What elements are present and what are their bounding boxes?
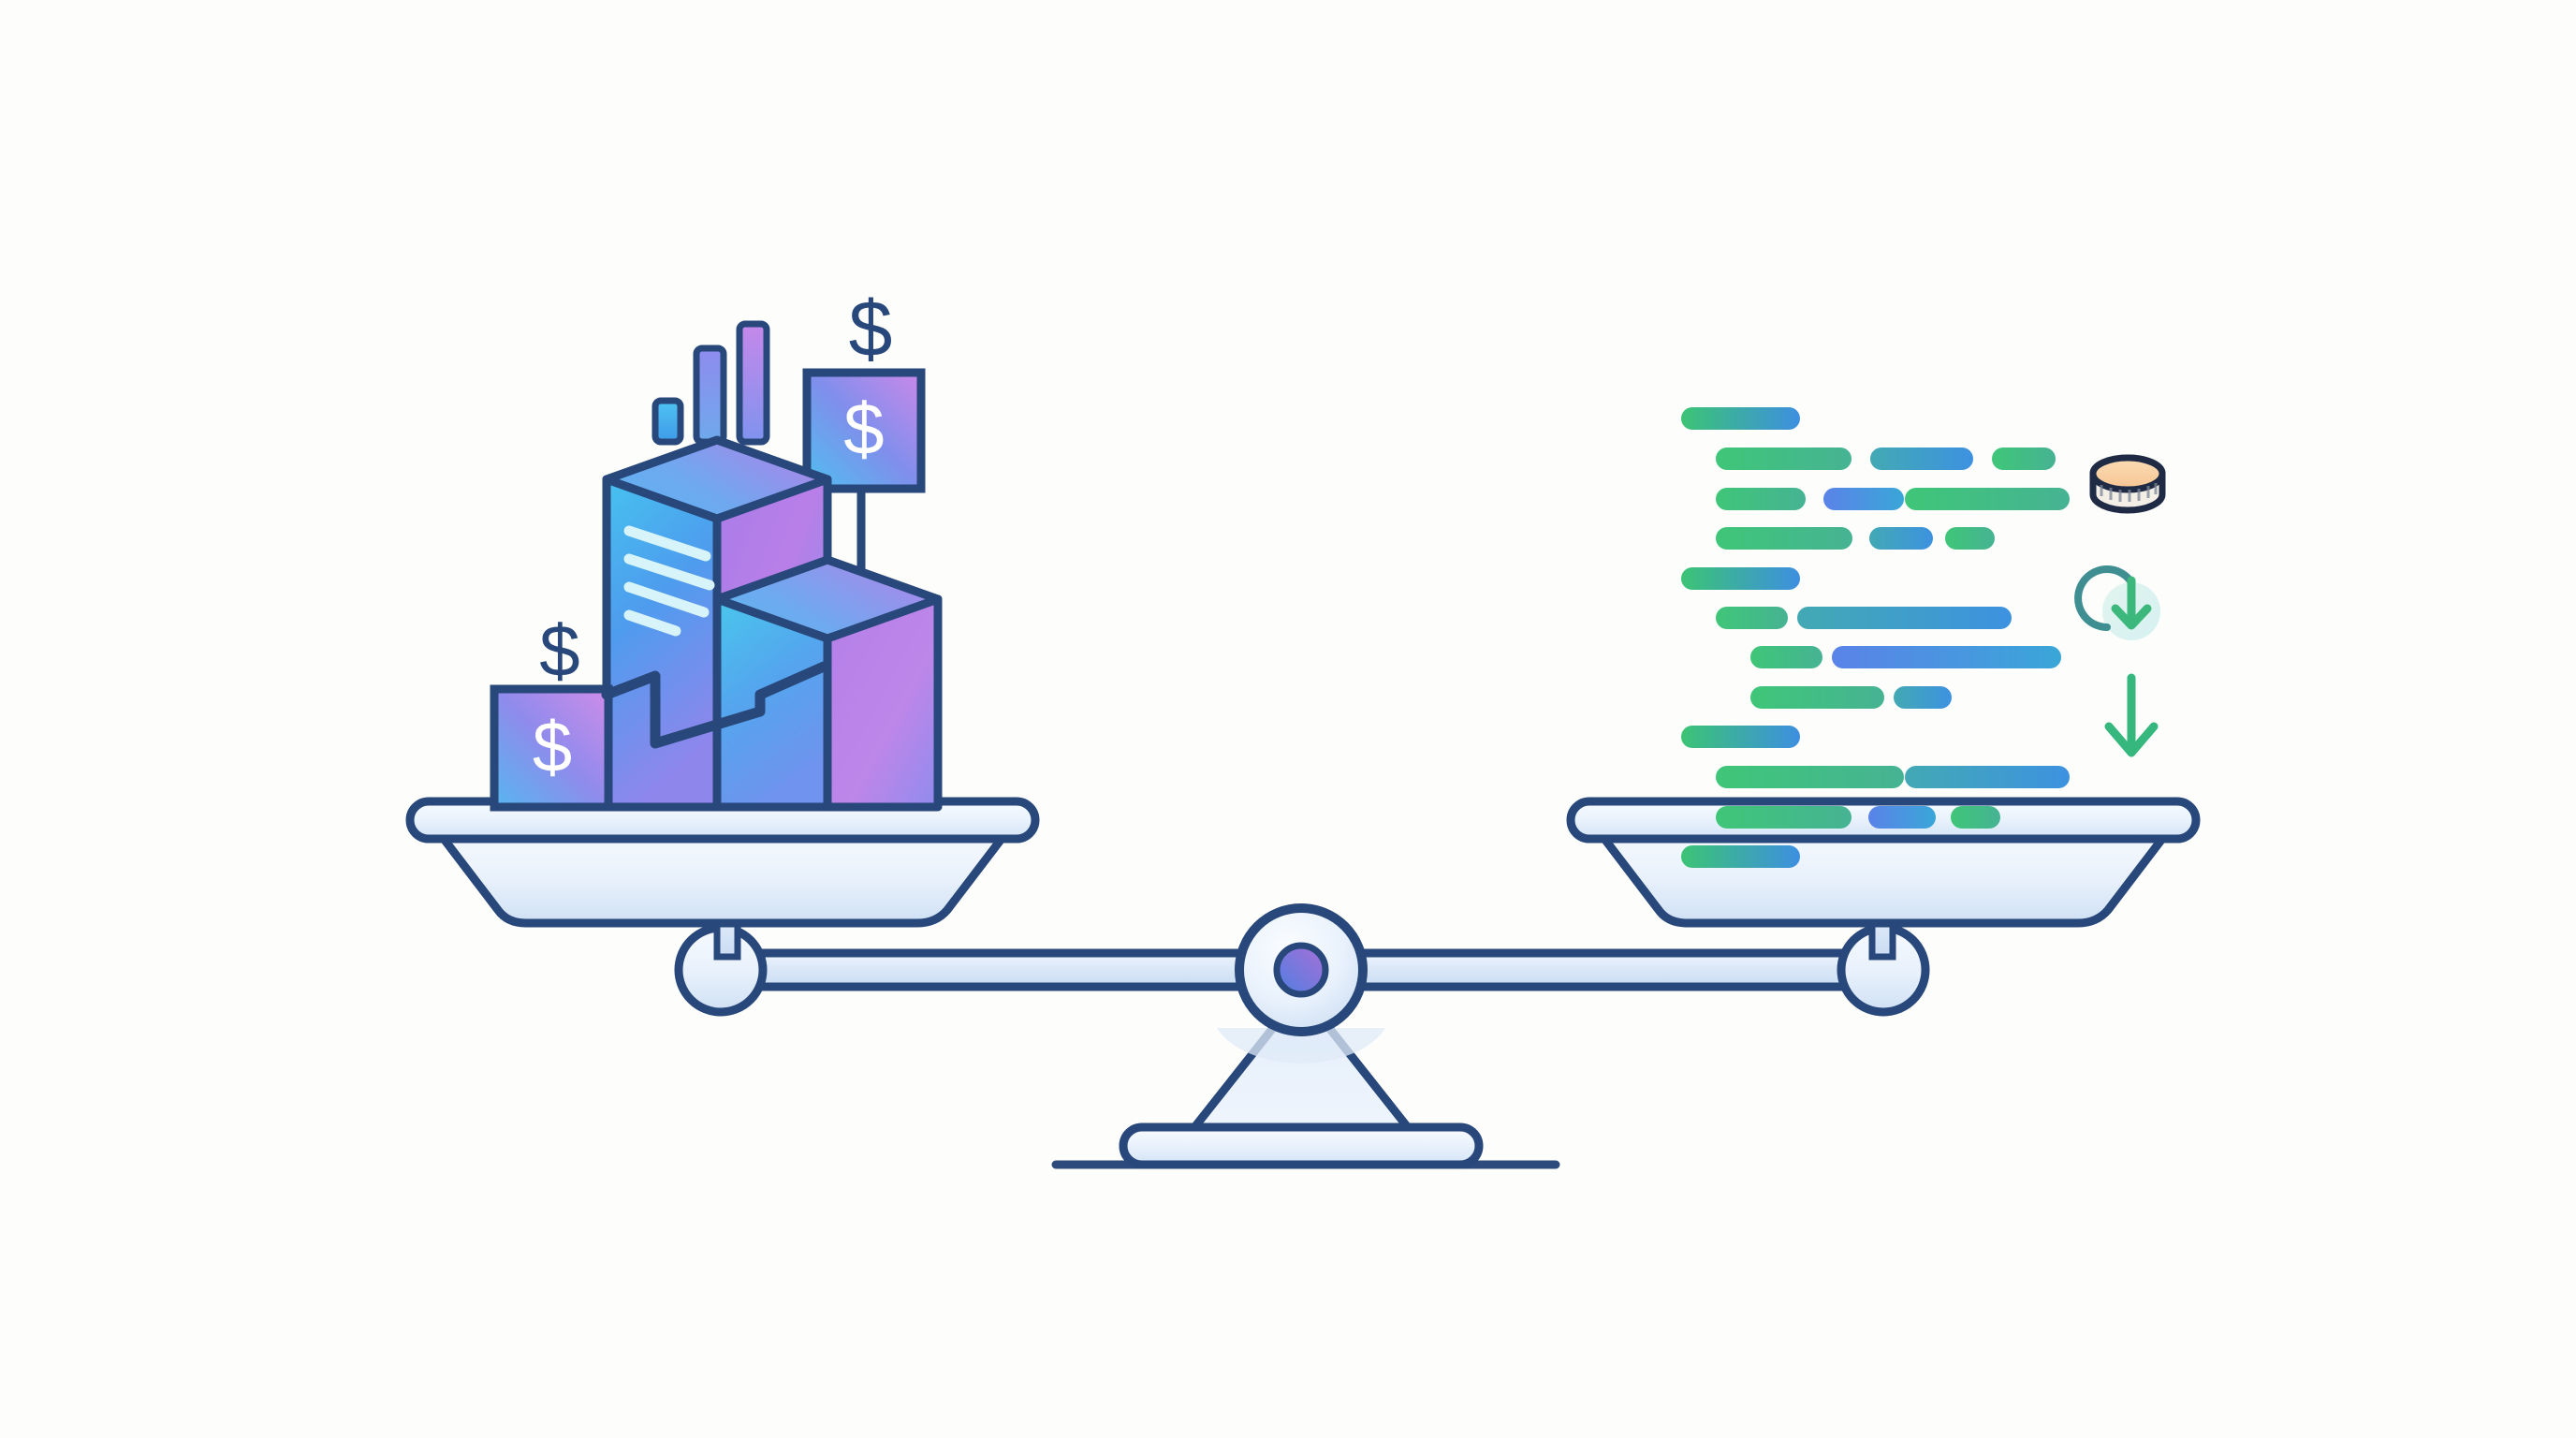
code-line-segment [1716,806,1852,829]
code-line-segment [1681,567,1800,590]
code-line-row [1681,726,1800,748]
code-line-row [1716,766,2070,788]
price-sign-board [802,368,926,493]
code-line-segment [1681,407,1800,430]
cost-box-small: $ [490,684,613,812]
code-cluster [1681,407,2166,868]
code-line-segment [1823,488,1904,510]
coin-ridges [2100,483,2158,502]
mini-bar-1 [651,397,684,446]
code-line-segment [1905,766,2070,788]
code-line-segment [1797,607,2012,629]
code-line-row [1716,806,2000,829]
code-line-row [1716,607,2012,629]
hub-center-dot [1273,942,1329,998]
code-line-segment [1832,646,2061,668]
code-line-row [1750,646,2061,668]
code-line-segment [1716,527,1852,550]
code-line-segment [1716,448,1852,470]
code-lines-group [1681,407,2070,868]
code-line-segment [1716,607,1788,629]
cost-cluster: $ $ $ [490,285,943,812]
code-line-row [1681,567,1800,590]
code-line-row [1750,686,1952,709]
price-sign-dollar-glyph: $ [843,388,884,470]
download-arrow-head [2111,604,2152,630]
cost-box-small-dollar-glyph: $ [533,708,572,787]
code-line-row [1716,527,1995,550]
dollar-symbol-top: $ [849,285,893,373]
code-line-segment [1681,845,1800,868]
down-arrow-head [2104,722,2159,757]
code-line-segment [1945,527,1995,550]
iso-box-short-right-face [823,594,943,812]
code-line-row [1681,407,1800,430]
mini-bar-chart [651,320,770,446]
code-line-segment [1868,806,1936,829]
code-line-segment [1992,448,2056,470]
iso-box-short-left-face [712,594,832,812]
code-line-row [1716,448,2056,470]
base-plate [1119,1123,1484,1169]
download-circle-icon [2074,565,2160,640]
iso-box-short [712,555,943,812]
code-line-segment [1905,488,2070,510]
fulcrum-hub [1235,903,1368,1036]
down-arrow-icon [2104,673,2159,757]
coin-icon [2089,454,2166,514]
scale-stand [1051,988,1560,1169]
code-line-segment [1716,488,1806,510]
code-line-row [1716,488,2070,510]
right-pan-bowl [1594,827,2173,928]
coin-face [2089,454,2166,493]
mini-bar-3 [736,320,770,446]
code-line-segment [1716,766,1904,788]
iso-box-tall-text-lines [623,525,715,637]
code-line-segment [1869,527,1933,550]
code-line-segment [1750,646,1822,668]
cost-box-small-body [490,684,613,812]
code-line-segment [1894,686,1952,709]
dollar-symbol-left: $ [539,609,579,692]
iso-box-tall-left-face [602,475,722,812]
code-line-segment [1681,726,1800,748]
left-pan-bowl [433,827,1012,928]
zigzag-trend-line [601,661,829,749]
fulcrum-shadow [1217,1028,1385,1064]
code-line-segment [1951,806,2000,829]
mini-bar-2 [693,345,727,446]
code-line-segment [1750,686,1884,709]
code-line-row [1681,845,1800,868]
download-circle-ring [2074,565,2135,631]
code-line-segment [1870,448,1973,470]
